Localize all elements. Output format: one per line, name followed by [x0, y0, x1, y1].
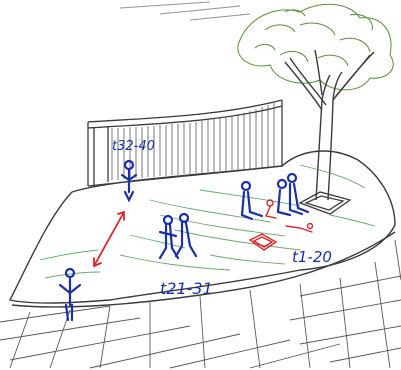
- label-middle: t21-31: [160, 279, 213, 298]
- label-right: t1-20: [292, 248, 332, 266]
- label-top: t32-40: [112, 139, 155, 154]
